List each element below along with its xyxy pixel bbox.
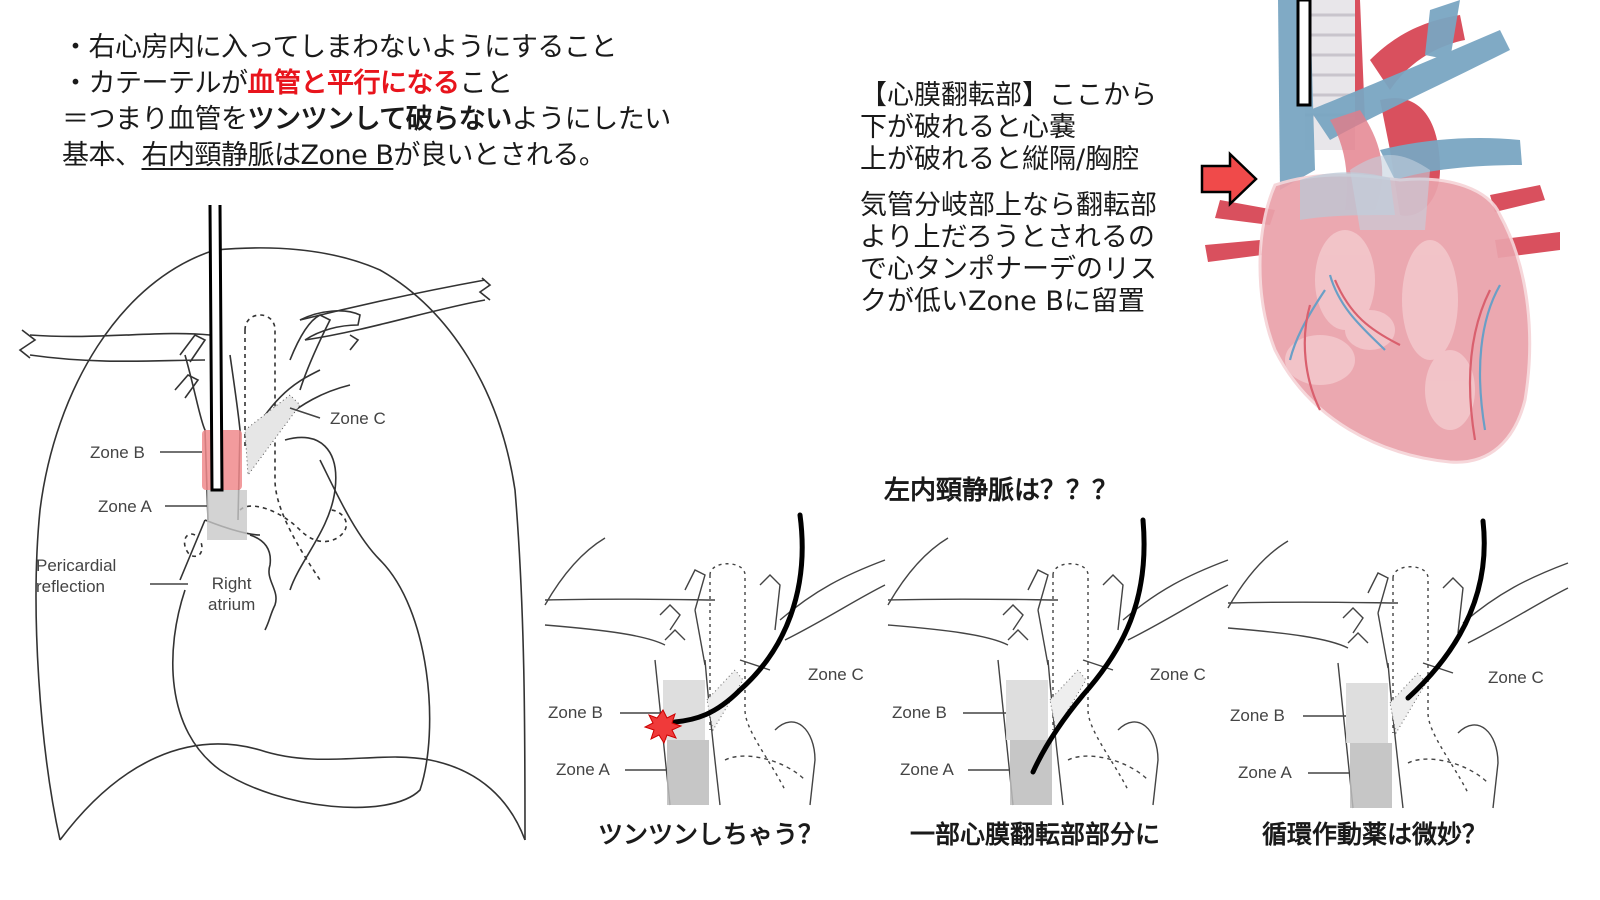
panel-1-caption: ツンツンしちゃう？ xyxy=(598,820,824,849)
heart-illustration xyxy=(1205,0,1560,464)
panel-2-zone-a-label: Zone A xyxy=(900,760,954,779)
side-note-line: 下が破れると心嚢 xyxy=(860,112,1076,143)
no-perforation-emphasis: ツンツンして破らない xyxy=(247,104,513,135)
side-note-line: で心タンポナーデのリス xyxy=(860,254,1157,285)
side-note-line: クが低いZone Bに留置 xyxy=(860,286,1145,317)
pericardial-reflection-note: 【心膜翻転部】ここから 下が破れると心嚢 上が破れると縦隔/胸腔 気管分岐部上な… xyxy=(860,80,1157,318)
zone-b-label: Zone B xyxy=(90,443,145,462)
panel-3-zone-a-label: Zone A xyxy=(1238,763,1292,782)
panel-2-zone-b-label: Zone B xyxy=(892,703,947,722)
zone-c-region xyxy=(244,394,301,477)
key-points-text: ・右心房内に入ってしまわないようにすること ・カテーテルが血管と平行になること … xyxy=(62,30,671,174)
catheter-curve xyxy=(672,512,805,725)
pericardial-reflection-arrow-icon xyxy=(1200,151,1258,207)
note-line-2: ・カテーテルが血管と平行になること xyxy=(62,68,513,99)
left-ijv-question: 左内頸静脈は？？？ xyxy=(884,476,1119,506)
catheter xyxy=(208,204,224,492)
zone-a-label: Zone A xyxy=(98,497,152,516)
note-line-3: ＝つまり血管をツンツンして破らないようにしたい xyxy=(62,104,671,135)
panel-3-zone-c-label: Zone C xyxy=(1488,668,1544,687)
panel-1-zone-c-label: Zone C xyxy=(808,665,864,684)
note-line-4: 基本、右内頸静脈はZone Bが良いとされる。 xyxy=(62,140,606,171)
panel-2-zone-c-label: Zone C xyxy=(1150,665,1206,684)
panel-2-caption: 一部心膜翻転部部分に xyxy=(910,820,1161,849)
panel-3-diagram xyxy=(1227,518,1569,809)
heart-catheter xyxy=(1296,0,1312,107)
side-note-line: 上が破れると縦隔/胸腔 xyxy=(860,144,1140,175)
zone-c-label: Zone C xyxy=(330,409,386,428)
side-note-line: より上だろうとされるの xyxy=(860,222,1155,253)
perforation-burst-icon xyxy=(643,709,683,745)
panel-1-zone-a-label: Zone A xyxy=(556,760,610,779)
panel-3-caption: 循環作動薬は微妙？ xyxy=(1262,820,1488,849)
right-atrium-label: Right atrium xyxy=(208,574,256,614)
catheter-curve xyxy=(1405,518,1487,701)
side-note-line: 気管分岐部上なら翻転部 xyxy=(860,190,1157,221)
panel-3-zone-b-label: Zone B xyxy=(1230,706,1285,725)
chest-anatomy-diagram xyxy=(18,204,526,841)
panel-1-diagram xyxy=(544,512,886,806)
catheter-curve xyxy=(1030,517,1147,775)
note-line-1: ・右心房内に入ってしまわないようにすること xyxy=(62,32,617,63)
side-note-line: 【心膜翻転部】ここから xyxy=(860,80,1157,111)
right-ijv-zone-b: 右内頸静脈はZone B xyxy=(141,140,394,171)
panel-1-zone-b-label: Zone B xyxy=(548,703,603,722)
pericardial-reflection-label: Pericardial reflection xyxy=(36,556,117,596)
zone-a-region xyxy=(207,490,247,540)
parallel-emphasis: 血管と平行になる xyxy=(247,68,461,99)
panel-2-diagram xyxy=(887,517,1229,806)
